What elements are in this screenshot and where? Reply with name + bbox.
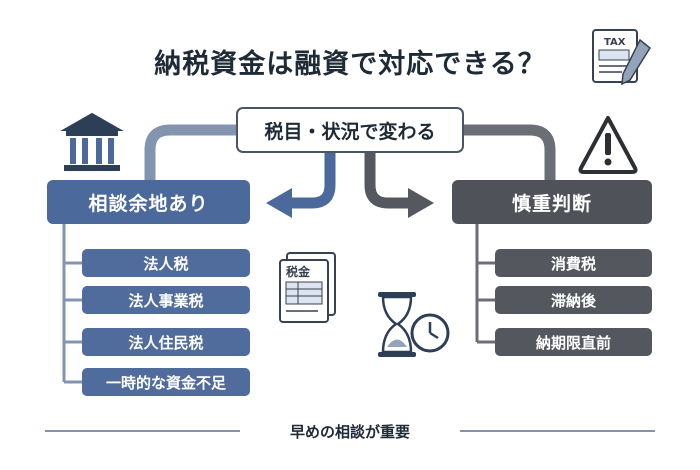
left-item: 法人住民税 [82,328,250,356]
tree-branches-right [477,261,495,344]
left-heading: 相談余地あり [47,180,250,224]
footer-text: 早めの相談が重要 [289,423,410,441]
arrowhead-left [266,188,292,218]
left-item: 法人事業税 [82,286,250,314]
connector-right-top [464,124,556,180]
hourglass-clock-icon [378,292,450,357]
connector-left-top [144,124,236,180]
tax-document-pencil-icon: TAX [592,29,651,86]
tax-documents-icon: 税金 [279,252,336,323]
arrow-left [290,153,336,209]
center-label-box: 税目・状況で変わる [236,107,464,153]
right-heading: 慎重判断 [452,180,652,224]
warning-triangle-icon [578,116,638,174]
left-item: 法人税 [82,249,250,277]
right-item: 納期限直前 [495,328,652,356]
arrow-right [364,153,410,209]
right-item: 消費税 [495,249,652,277]
page-title: 納税資金は融資で対応できる？ [154,49,546,80]
center-label: 税目・状況で変わる [264,120,436,143]
tax-doc-label: 税金 [286,264,311,279]
tax-form-label: TAX [604,37,626,48]
tree-branches-left [64,261,82,384]
arrowhead-right [408,188,434,218]
right-item: 滞納後 [495,286,652,314]
bank-building-icon [60,112,124,171]
left-item: 一時的な資金不足 [82,368,250,396]
